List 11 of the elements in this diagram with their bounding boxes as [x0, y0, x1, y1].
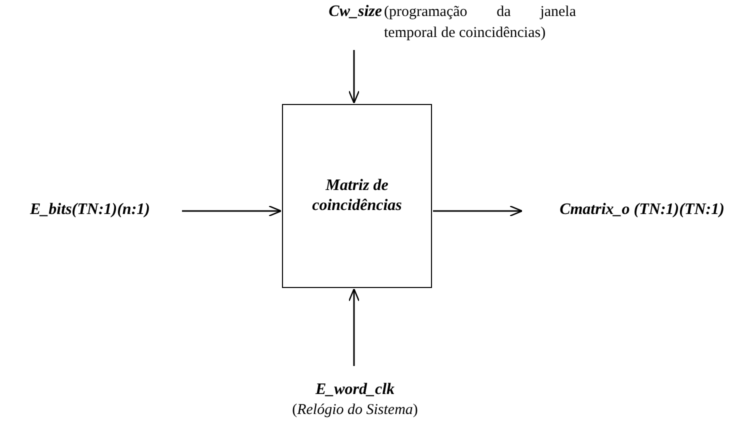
arrow: [348, 50, 360, 104]
arrow: [433, 205, 523, 217]
signal-description: (programação da janela temporal de coincidências): [384, 3, 576, 43]
signal-description: (Relógio do Sistema): [291, 401, 419, 420]
clock-signal-label: E_word_clk: [314, 380, 396, 400]
process-box: Matriz de coincidências: [282, 104, 432, 288]
arrow: [348, 288, 360, 366]
output-signal-label: Cmatrix_o (TN:1)(TN:1): [558, 200, 726, 220]
input-signal-label: E_bits(TN:1)(n:1): [28, 200, 151, 220]
input-signal-label: Cw_size: [328, 2, 382, 22]
arrow: [182, 205, 282, 217]
